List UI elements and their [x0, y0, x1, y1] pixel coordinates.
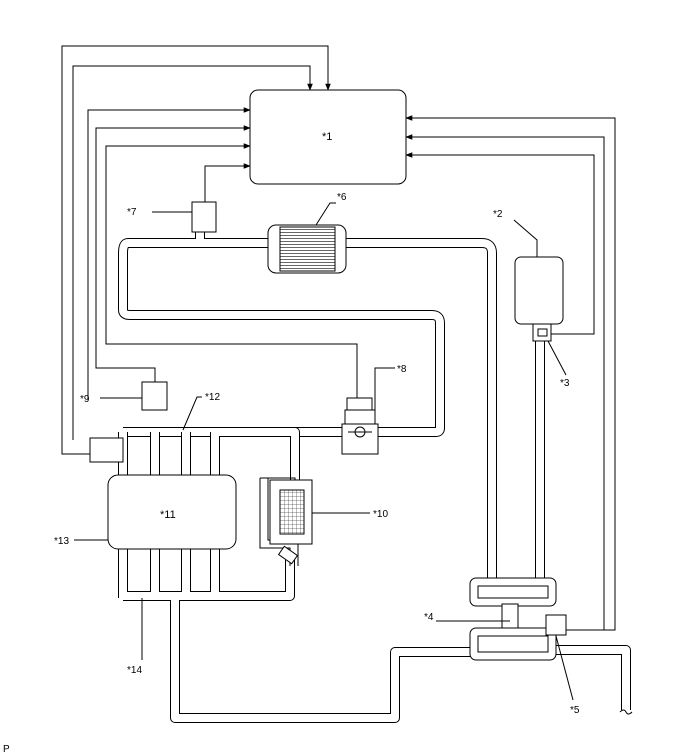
fuel-tank: [514, 256, 564, 325]
label-8: *8: [397, 364, 407, 375]
leader-lines: [74, 202, 574, 701]
sensor-7: [191, 201, 217, 233]
sensor-13: [89, 437, 124, 463]
signal-wires: [61, 45, 616, 631]
label-3: *3: [560, 378, 570, 389]
label-2: *2: [493, 209, 503, 220]
label-1: *1: [322, 131, 332, 143]
footer-code: P: [3, 744, 10, 755]
label-13: *13: [54, 536, 69, 547]
label-12: *12: [205, 392, 220, 403]
label-11: *11: [160, 509, 176, 521]
label-14: *14: [127, 665, 142, 676]
evap-canister-block: [469, 577, 567, 661]
charcoal-filter-unit: [267, 224, 347, 274]
sensor-9: [141, 381, 168, 411]
callout-labels: *1 *2 *3 *4 *5 *6 *7 *8 *9 *10 *11 *12 *…: [3, 131, 580, 755]
label-9: *9: [80, 394, 90, 405]
label-5: *5: [570, 705, 580, 716]
intake-plenum: [107, 474, 237, 550]
label-7: *7: [127, 207, 137, 218]
ecm-box: [249, 89, 407, 185]
canister-filter: [259, 477, 313, 566]
label-6: *6: [337, 192, 347, 203]
label-4: *4: [424, 612, 434, 623]
throttle-body: [341, 397, 379, 455]
label-10: *10: [373, 509, 388, 520]
